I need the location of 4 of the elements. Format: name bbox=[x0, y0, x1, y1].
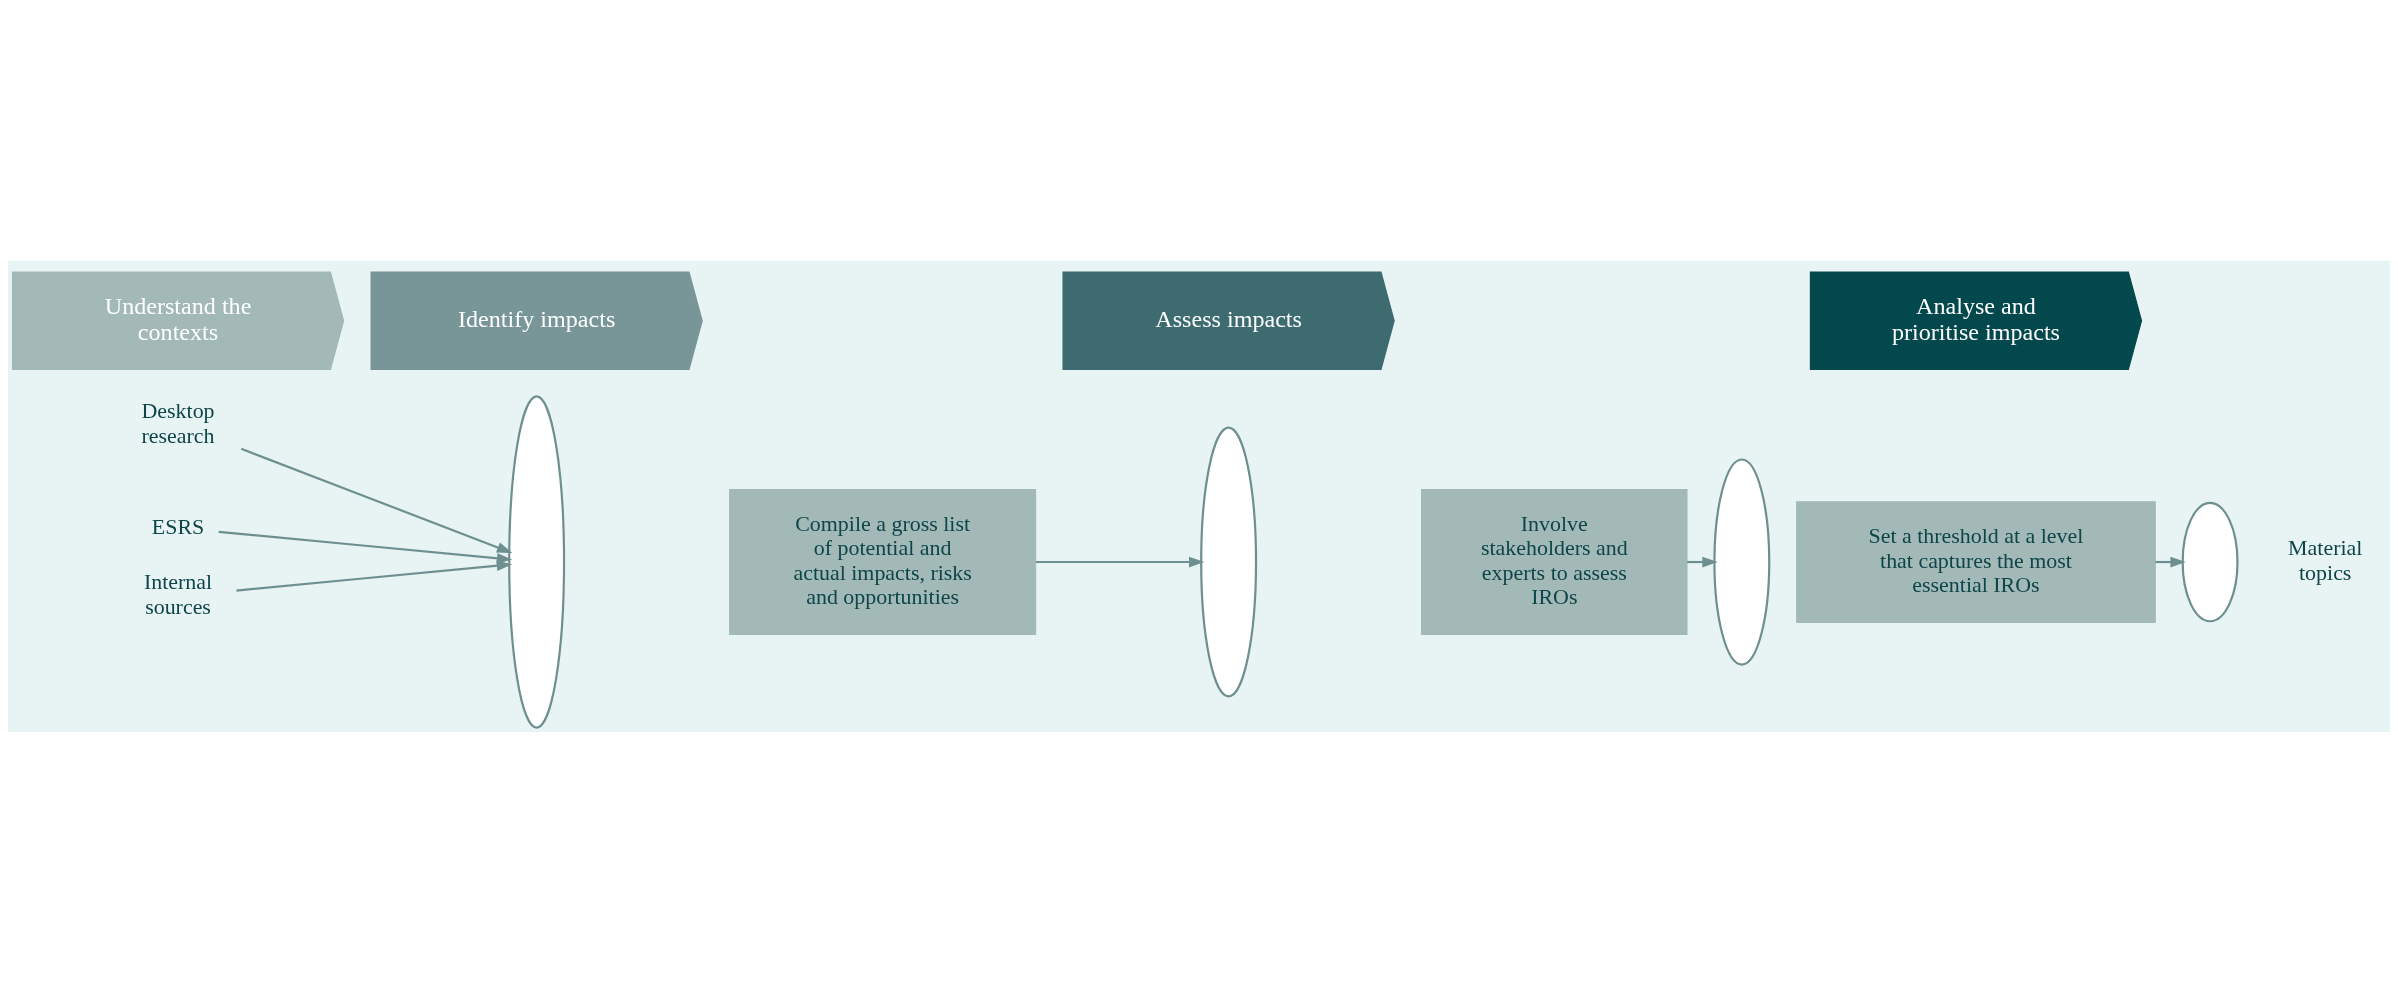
node-text: Material topics bbox=[2288, 534, 2363, 585]
node-text: Internal sources bbox=[143, 568, 213, 619]
node-text: Desktop research bbox=[141, 397, 215, 447]
node-text: ESRS bbox=[151, 513, 205, 539]
